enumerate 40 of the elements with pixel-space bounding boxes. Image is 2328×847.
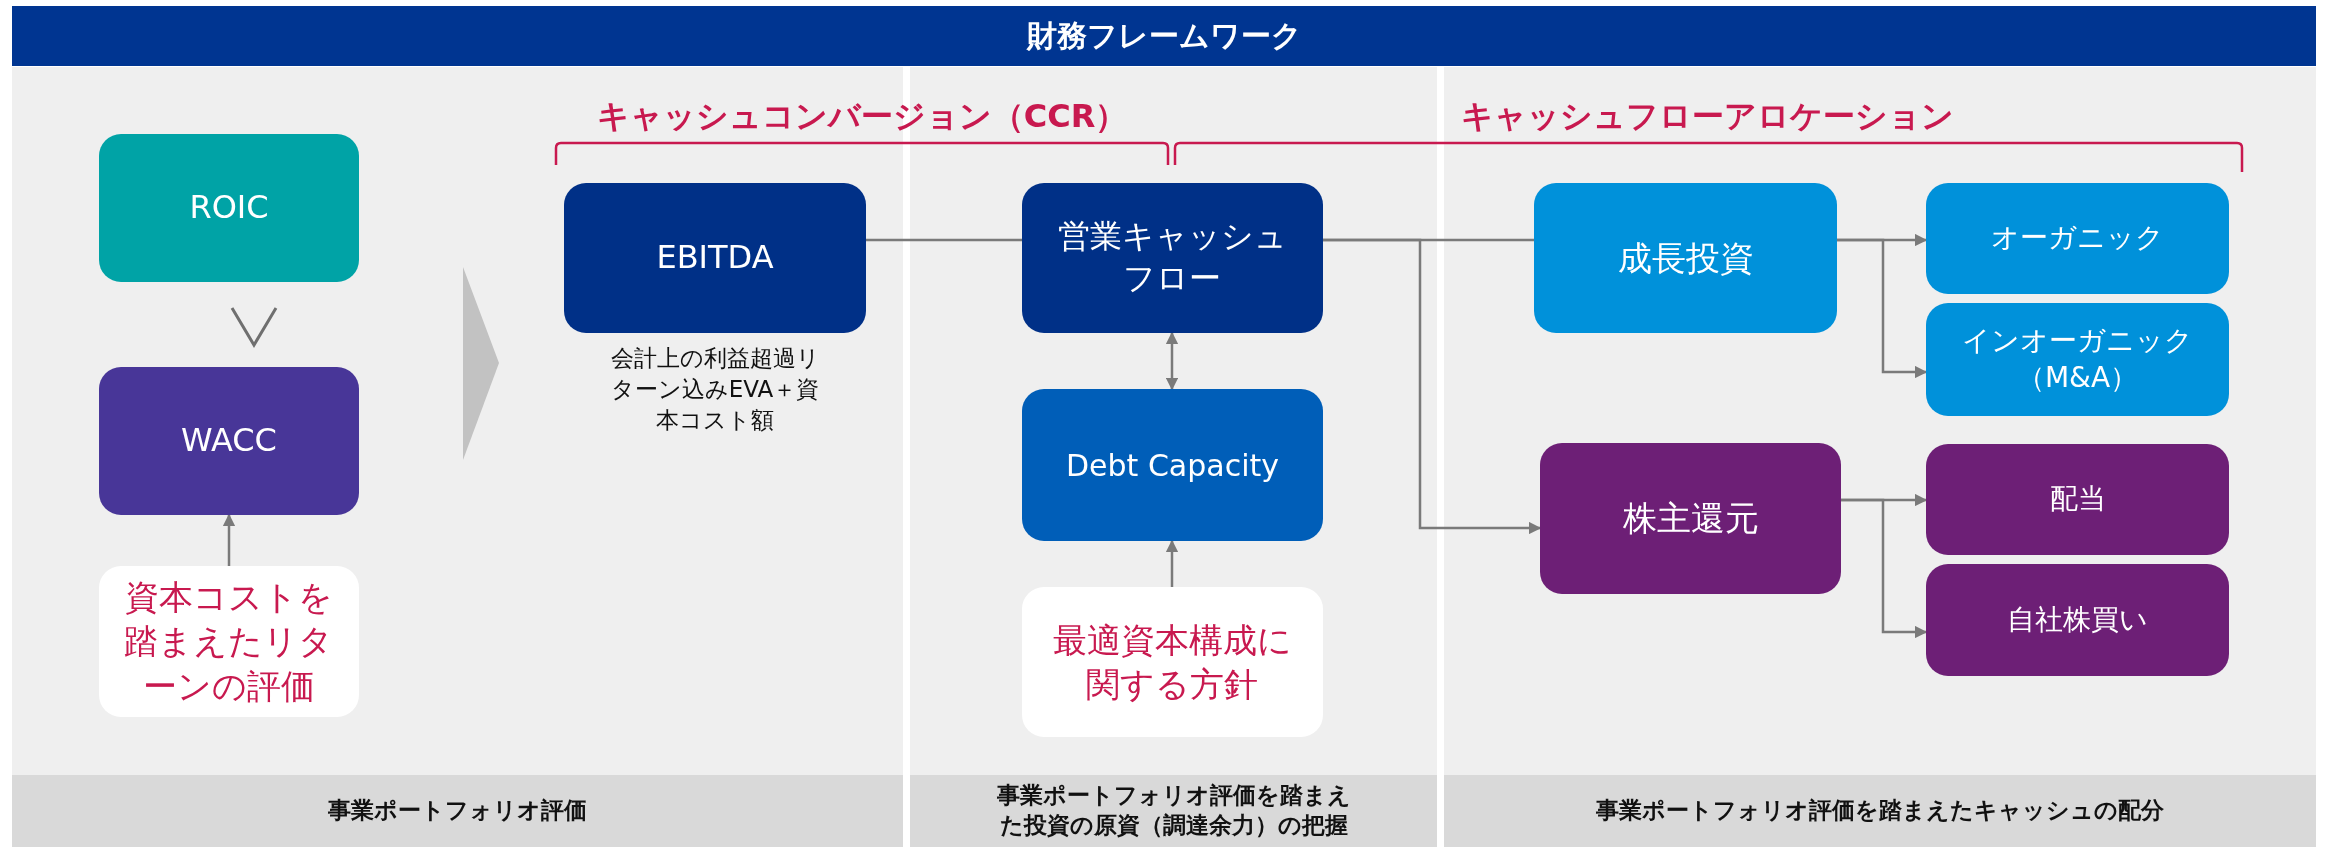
section-footer: 事業ポートフォリオ評価 bbox=[328, 796, 587, 826]
process-box bbox=[1534, 183, 1837, 333]
process-box bbox=[1540, 443, 1841, 594]
node-text: EBITDA bbox=[656, 237, 774, 279]
process-box bbox=[564, 183, 866, 333]
process-box bbox=[1926, 564, 2229, 676]
node-text: 営業キャッシュフロー bbox=[1057, 216, 1288, 299]
node-text: インオーガニック（M&A） bbox=[1961, 323, 2194, 396]
connector-line bbox=[866, 238, 1022, 242]
node-text: ROIC bbox=[189, 187, 269, 229]
node-text: Debt Capacity bbox=[1066, 446, 1279, 485]
process-box bbox=[1022, 389, 1323, 541]
section-heading: キャッシュフローアロケーション bbox=[1460, 96, 1954, 137]
process-box bbox=[99, 134, 359, 282]
process-box bbox=[99, 367, 359, 515]
note-box bbox=[99, 566, 359, 717]
node-caption: 会計上の利益超過リターン込みEVA＋資本コスト額 bbox=[609, 344, 821, 436]
arrow bbox=[1837, 238, 1928, 379]
node-text: 自社株買い bbox=[2007, 601, 2148, 638]
process-box bbox=[1926, 183, 2229, 294]
arrow bbox=[1841, 498, 1928, 639]
process-box bbox=[1926, 444, 2229, 555]
note-box bbox=[1022, 587, 1323, 737]
title-banner: 財務フレームワーク bbox=[12, 6, 2316, 66]
node-text: 配当 bbox=[2049, 481, 2106, 518]
arrow bbox=[1165, 331, 1179, 391]
section-footer: 事業ポートフォリオ評価を踏まえた投資の原資（調達余力）の把握 bbox=[987, 781, 1360, 841]
node-text: WACC bbox=[181, 420, 277, 462]
node-text: 成長投資 bbox=[1617, 236, 1754, 280]
arrow bbox=[1165, 539, 1179, 587]
process-box bbox=[1926, 303, 2229, 416]
node-text: 株主還元 bbox=[1622, 497, 1759, 541]
node-text: オーガニック bbox=[1991, 220, 2164, 257]
section-heading: キャッシュコンバージョン（CCR） bbox=[596, 96, 1128, 137]
node-text: 資本コストを踏まえたリターンの評価 bbox=[123, 576, 335, 708]
process-box bbox=[1022, 183, 1323, 333]
arrow bbox=[1323, 238, 1542, 535]
node-text: 最適資本構成に関する方針 bbox=[1052, 618, 1293, 706]
arrow bbox=[222, 513, 236, 566]
section-footer: 事業ポートフォリオ評価を踏まえたキャッシュの配分 bbox=[1596, 796, 2164, 826]
